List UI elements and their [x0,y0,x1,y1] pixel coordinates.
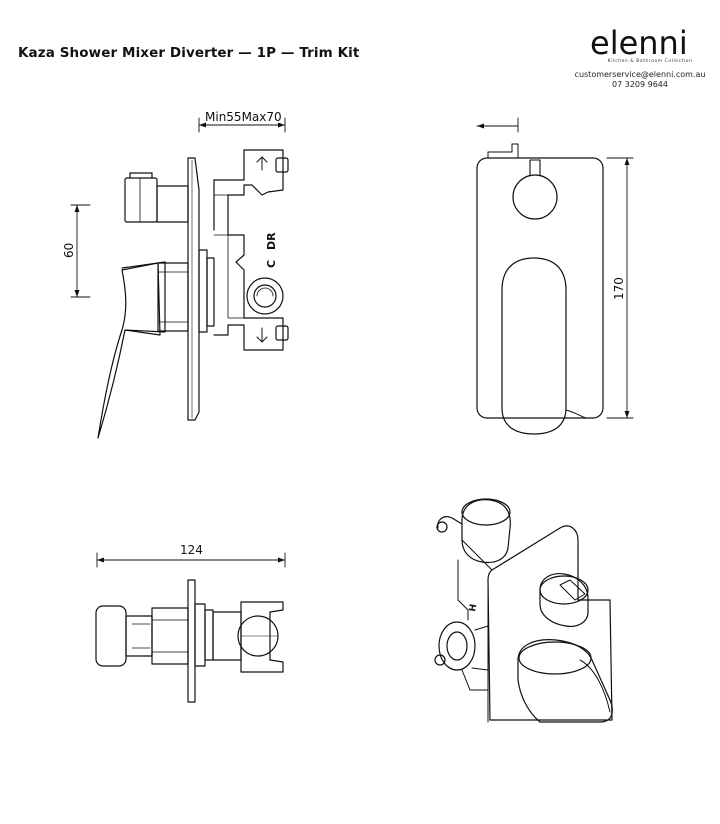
label-c: C [265,260,278,268]
label-h: H [468,603,479,612]
lever-front [501,257,567,435]
dim-length-label: 124 [180,543,203,557]
brand-logo: elenni [590,24,688,60]
label-dr: DR [265,232,278,250]
dim-height-label: 60 [62,243,76,258]
side-view: Min55Max70 60 [62,110,289,439]
contact-info: customerservice@elenni.com.au 07 3209 96… [570,70,710,89]
top-view: 124 [95,543,286,703]
front-plate [476,157,604,419]
contact-email[interactable]: customerservice@elenni.com.au [574,70,706,79]
contact-phone[interactable]: 07 3209 9644 [612,79,668,89]
isometric-view: H [434,498,613,723]
diverter-knob-front [512,174,558,220]
page-title: Kaza Shower Mixer Diverter — 1P — Trim K… [18,45,360,61]
svg-text:elenni: elenni [590,24,688,60]
brand-tagline: Kitchen & Bathroom Collection [607,59,693,64]
front-view: 170 [476,117,634,435]
dim-depth-label: Min55Max70 [205,110,282,124]
dim-front-height-label: 170 [612,277,626,300]
